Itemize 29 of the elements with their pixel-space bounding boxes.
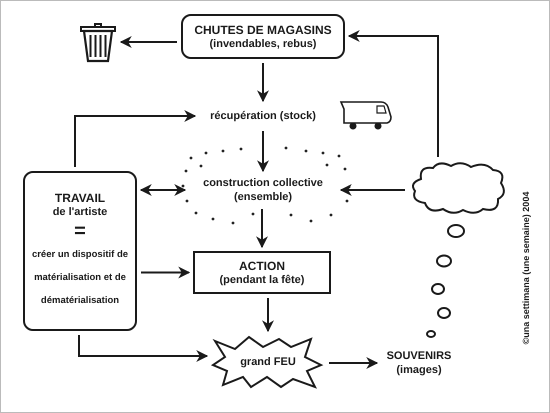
arrow <box>257 131 269 172</box>
arrow <box>256 209 268 248</box>
node-label: grand FEU <box>240 355 296 369</box>
node-label: ACTION <box>239 258 285 272</box>
arrow <box>257 63 269 102</box>
heading-text: de l'artiste <box>52 204 108 218</box>
subtitle-text: (pendant la fête) <box>220 272 304 286</box>
equals-sign: = <box>74 218 86 242</box>
subtitle-text: (images) <box>396 363 442 377</box>
arrow <box>329 357 378 369</box>
arrow <box>141 266 190 278</box>
description-text: créer un dispositif de matérialisation et de dématérialisation <box>30 248 130 308</box>
arrow <box>120 36 177 48</box>
heading-text: TRAVAIL <box>54 190 106 204</box>
arrow <box>348 30 439 157</box>
node-label: CHUTES DE MAGASINS <box>194 22 332 36</box>
arrow <box>74 110 196 167</box>
arrow <box>140 184 186 196</box>
arrow <box>340 184 405 196</box>
subtitle-text: (invendables, rebus) <box>210 36 316 50</box>
rounded-box <box>181 14 345 59</box>
copyright-note: ©una settimana (une semaine) 2004 <box>521 190 531 346</box>
process-box <box>193 251 331 294</box>
node-label: construction collective (ensemble) <box>202 176 324 204</box>
rounded-box <box>23 171 137 331</box>
node-label: SOUVENIRS <box>386 349 452 363</box>
node-label: récupération (stock) <box>210 109 316 123</box>
arrow <box>78 335 208 362</box>
arrow <box>262 298 274 332</box>
